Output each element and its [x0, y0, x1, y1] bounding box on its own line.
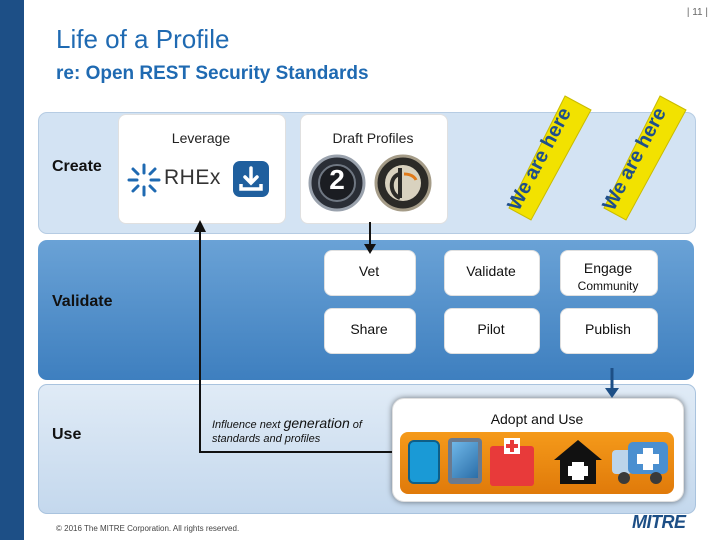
pilot-box — [444, 308, 540, 354]
phone-icon — [408, 440, 440, 484]
we-are-here-banner-2: We are here — [600, 95, 687, 221]
draft-profiles-label: Draft Profiles — [332, 130, 414, 146]
page-number: | 11 | — [686, 7, 708, 18]
influence-big: generation — [283, 415, 350, 431]
oauth-badge-number: 2 — [329, 164, 345, 195]
community-label: Community — [577, 279, 639, 293]
download-icon — [233, 161, 269, 197]
share-label: Share — [350, 321, 388, 337]
ambulance-icon — [612, 442, 668, 484]
clinic-icon — [554, 440, 602, 484]
pilot-label: Pilot — [477, 321, 505, 337]
rhex-logo-icon — [127, 163, 161, 197]
slide-title: Life of a Profile — [56, 24, 230, 54]
we-are-here-banner-1: We are here — [505, 95, 592, 221]
left-accent-bar — [0, 0, 24, 540]
slide-subtitle: re: Open REST Security Standards — [56, 63, 369, 84]
hospital-cross-h — [506, 444, 518, 448]
validate-box — [444, 250, 540, 296]
influence-text: Influence next generation of standards a… — [212, 416, 392, 446]
publish-box — [560, 308, 658, 354]
engage-label: Engage — [583, 260, 633, 276]
banner-shape — [508, 95, 592, 221]
oauth-badge-icon — [308, 154, 366, 212]
rhex-wordmark: RHEx — [164, 166, 221, 189]
tablet-icon — [448, 438, 482, 484]
engage-box — [560, 250, 658, 296]
tablet-screen — [452, 442, 478, 478]
validate-label: Validate — [466, 263, 516, 279]
row-label-create: Create — [52, 158, 102, 175]
copyright-text: © 2016 The MITRE Corporation. All rights… — [56, 524, 240, 533]
vet-label: Vet — [358, 263, 380, 279]
row-label-validate: Validate — [52, 293, 113, 310]
openid-badge-icon — [374, 154, 432, 212]
adopt-label: Adopt and Use — [490, 411, 584, 427]
publish-label: Publish — [585, 321, 631, 337]
mitre-logo: MITRE — [632, 512, 686, 532]
leverage-label: Leverage — [171, 130, 231, 146]
row-label-use: Use — [52, 426, 82, 443]
influence-pre: Influence next — [212, 419, 281, 431]
banner-shape — [603, 95, 687, 221]
hospital-icon — [490, 436, 534, 486]
